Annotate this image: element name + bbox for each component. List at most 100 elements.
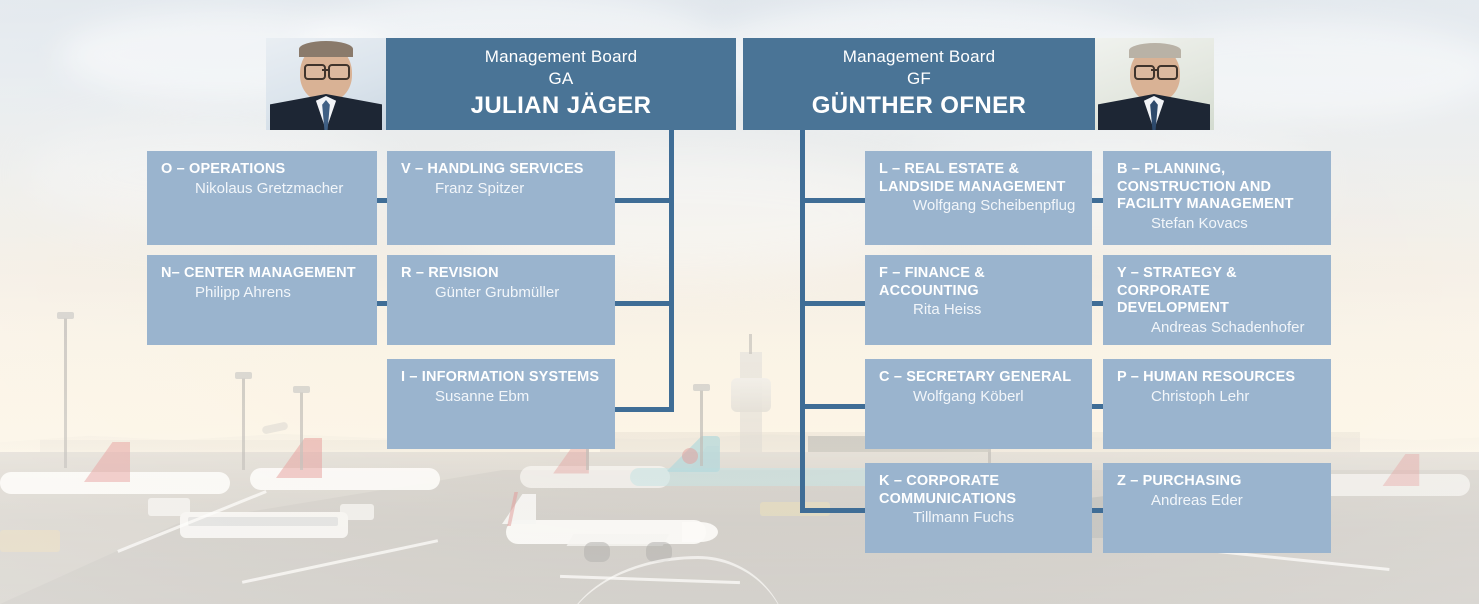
connector-gf-to-l — [800, 198, 868, 203]
ga-name-label: JULIAN JÄGER — [470, 92, 652, 120]
dept-box-human-resources[interactable]: P – HUMAN RESOURCES Christoph Lehr — [1103, 359, 1331, 449]
dept-code: L — [879, 161, 888, 177]
dept-box-information-systems[interactable]: I – INFORMATION SYSTEMS Susanne Ebm — [387, 359, 615, 449]
dept-dash: – — [1130, 473, 1139, 489]
dept-name: CORPORATE COMMUNICATIONS — [879, 473, 1017, 507]
dept-box-strategy-corporate-development[interactable]: Y – STRATEGY & CORPORATE DEVELOPMENT And… — [1103, 255, 1331, 345]
dept-person-operations: Nikolaus Gretzmacher — [195, 179, 344, 197]
connector-c-to-p — [1092, 404, 1106, 409]
connector-gf-to-k — [800, 508, 868, 513]
dept-box-operations[interactable]: O – OPERATIONS Nikolaus Gretzmacher — [147, 151, 377, 245]
dept-box-corporate-communications[interactable]: K – CORPORATE COMMUNICATIONS Tillmann Fu… — [865, 463, 1092, 553]
dept-person-revision: Günter Grubmüller — [435, 283, 560, 301]
dept-box-real-estate-landside[interactable]: L – REAL ESTATE & LANDSIDE MANAGEMENT Wo… — [865, 151, 1092, 245]
dept-person-handling-services: Franz Spitzer — [435, 179, 525, 197]
dept-title-handling-services: V – HANDLING SERVICES — [367, 161, 603, 179]
dept-title-operations: O – OPERATIONS — [127, 161, 365, 179]
dept-title-human-resources: P – HUMAN RESOURCES — [1083, 369, 1319, 387]
dept-dash: – — [1131, 161, 1141, 177]
dept-code: Z — [1117, 473, 1127, 489]
dept-title-center-management: N– CENTER MANAGEMENT — [127, 265, 365, 283]
dept-name: STRATEGY & CORPORATE DEVELOPMENT — [1117, 265, 1237, 317]
dept-code: O — [161, 161, 173, 177]
connector-f-to-y — [1092, 301, 1106, 306]
connector-o-to-v — [377, 198, 391, 203]
dept-code: C — [879, 369, 890, 385]
dept-dash: – — [1130, 369, 1139, 385]
dept-dash: – — [415, 265, 425, 281]
dept-box-handling-services[interactable]: V – HANDLING SERVICES Franz Spitzer — [387, 151, 615, 245]
header-box-ga[interactable]: Management Board GA JULIAN JÄGER — [386, 38, 736, 130]
dept-box-purchasing[interactable]: Z – PURCHASING Andreas Eder — [1103, 463, 1331, 553]
dept-code: R — [401, 265, 412, 281]
dept-person-planning-construction-facility: Stefan Kovacs — [1151, 215, 1248, 233]
dept-name: INFORMATION SYSTEMS — [421, 369, 600, 385]
connector-ga-to-r — [615, 301, 673, 306]
dept-code: I — [401, 369, 406, 385]
dept-name: FINANCE & ACCOUNTING — [879, 265, 985, 299]
dept-dash: – — [409, 369, 418, 385]
connector-ga-to-i — [615, 407, 673, 412]
dept-dash: – — [415, 161, 424, 177]
dept-box-secretary-general[interactable]: C – SECRETARY GENERAL Wolfgang Köberl — [865, 359, 1092, 449]
connector-l-to-b — [1092, 198, 1106, 203]
dept-title-strategy-corporate-development: Y – STRATEGY & CORPORATE DEVELOPMENT — [1083, 265, 1319, 318]
dept-person-center-management: Philipp Ahrens — [195, 283, 291, 301]
avatar-julian-jaeger — [266, 38, 386, 130]
dept-title-revision: R – REVISION — [367, 265, 603, 283]
dept-dash: – — [176, 161, 185, 177]
dept-name: HANDLING SERVICES — [427, 161, 584, 177]
dept-name: REVISION — [428, 265, 499, 281]
dept-code: P — [1117, 369, 1127, 385]
dept-title-purchasing: Z – PURCHASING — [1083, 473, 1319, 491]
dept-name: REAL ESTATE & LANDSIDE MANAGEMENT — [879, 161, 1066, 195]
dept-name: CENTER MANAGEMENT — [184, 265, 356, 281]
dept-dash: – — [891, 161, 901, 177]
dept-dash: – — [893, 369, 903, 385]
dept-person-corporate-communications: Tillmann Fuchs — [913, 509, 1015, 527]
dept-name: OPERATIONS — [189, 161, 286, 177]
dept-dash: – — [892, 265, 901, 281]
dept-code: F — [879, 265, 889, 281]
gf-code-label: GF — [906, 68, 931, 88]
dept-name: HUMAN RESOURCES — [1143, 369, 1296, 385]
dept-person-human-resources: Christoph Lehr — [1151, 387, 1250, 405]
connector-ga-trunk — [669, 130, 674, 412]
ga-code-label: GA — [548, 68, 574, 88]
dept-person-secretary-general: Wolfgang Köberl — [913, 387, 1024, 405]
dept-person-information-systems: Susanne Ebm — [435, 387, 530, 405]
dept-title-real-estate-landside: L – REAL ESTATE & LANDSIDE MANAGEMENT — [845, 161, 1080, 196]
dept-dash: – — [171, 265, 180, 281]
dept-box-planning-construction-facility[interactable]: B – PLANNING, CONSTRUCTION AND FACILITY … — [1103, 151, 1331, 245]
gf-role-label: Management Board — [842, 46, 996, 66]
dept-person-finance-accounting: Rita Heiss — [913, 301, 982, 319]
dept-dash: – — [1130, 265, 1139, 281]
connector-n-to-r — [377, 301, 391, 306]
dept-title-corporate-communications: K – CORPORATE COMMUNICATIONS — [845, 473, 1080, 508]
ga-role-label: Management Board — [484, 46, 638, 66]
dept-code: B — [1117, 161, 1128, 177]
dept-box-revision[interactable]: R – REVISION Günter Grubmüller — [387, 255, 615, 345]
dept-name: PLANNING, CONSTRUCTION AND FACILITY MANA… — [1117, 161, 1294, 213]
connector-gf-to-c — [800, 404, 868, 409]
dept-box-finance-accounting[interactable]: F – FINANCE & ACCOUNTING Rita Heiss — [865, 255, 1092, 345]
dept-title-planning-construction-facility: B – PLANNING, CONSTRUCTION AND FACILITY … — [1083, 161, 1319, 214]
dept-box-center-management[interactable]: N– CENTER MANAGEMENT Philipp Ahrens — [147, 255, 377, 345]
dept-person-real-estate-landside: Wolfgang Scheibenpflug — [913, 197, 1076, 215]
dept-code: Y — [1117, 265, 1127, 281]
dept-title-information-systems: I – INFORMATION SYSTEMS — [367, 369, 603, 387]
dept-person-purchasing: Andreas Eder — [1151, 491, 1243, 509]
connector-ga-to-v — [615, 198, 673, 203]
dept-code: N — [161, 265, 172, 281]
dept-code: V — [401, 161, 411, 177]
connector-k-to-z — [1092, 508, 1106, 513]
dept-dash: – — [893, 473, 903, 489]
connector-gf-to-f — [800, 301, 868, 306]
dept-name: SECRETARY GENERAL — [906, 369, 1072, 385]
dept-code: K — [879, 473, 890, 489]
dept-person-strategy-corporate-development: Andreas Schadenhofer — [1151, 319, 1305, 337]
gf-name-label: GÜNTHER OFNER — [811, 92, 1027, 120]
header-box-gf[interactable]: Management Board GF GÜNTHER OFNER — [743, 38, 1095, 130]
